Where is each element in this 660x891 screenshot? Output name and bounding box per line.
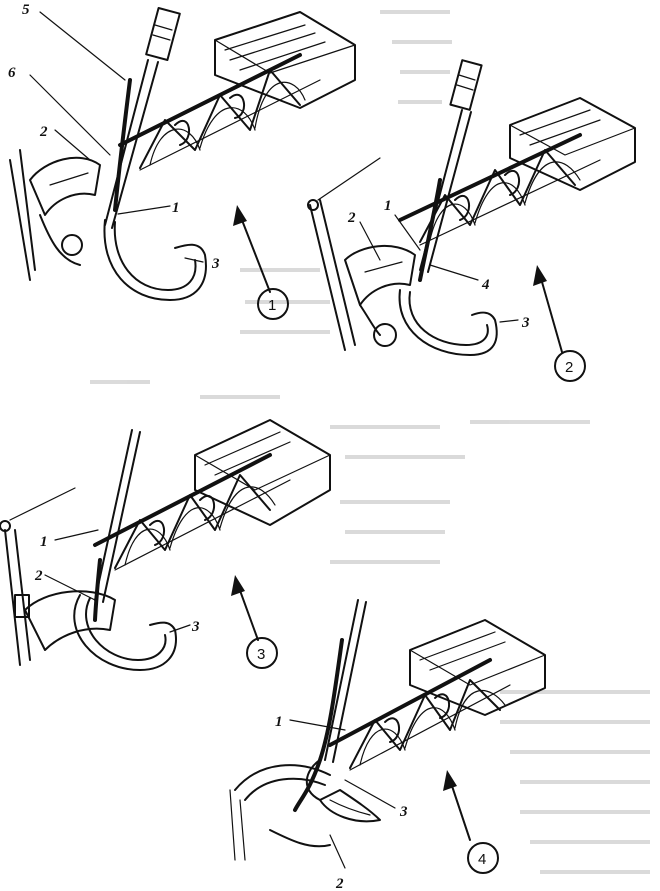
- step-number: 4: [478, 851, 486, 868]
- needle: [94, 429, 141, 603]
- leader-lines: [29, 11, 204, 263]
- spine-stitches: [93, 453, 291, 571]
- callout-2: 2: [34, 568, 43, 584]
- callout-2: 2: [39, 124, 48, 140]
- book-block: [194, 419, 331, 526]
- panel-1: 5 6 2 1 3 1: [8, 2, 356, 320]
- panel-2: 2 1 4 3 2: [307, 59, 636, 382]
- thread: [293, 638, 344, 812]
- needle: [324, 599, 367, 763]
- spine-stitches: [118, 53, 321, 171]
- callout-6: 6: [8, 65, 16, 81]
- book-block: [509, 97, 636, 191]
- leader-lines: [44, 529, 191, 633]
- thread: [113, 78, 132, 212]
- panel-4: 1 3 2 4: [229, 599, 546, 891]
- direction-arrow: [443, 770, 471, 841]
- callout-1: 1: [384, 198, 392, 214]
- step-number-circle: [467, 842, 499, 874]
- callout-1: 1: [172, 200, 180, 216]
- hook-tool: [103, 219, 207, 301]
- clamp: [229, 764, 331, 861]
- step-number-circle: [554, 350, 586, 382]
- callout-5: 5: [22, 2, 30, 18]
- panel-3: 1 2 3 3: [0, 419, 331, 671]
- direction-arrow: [533, 265, 563, 353]
- callout-1: 1: [275, 714, 283, 730]
- leader-lines: [289, 719, 396, 869]
- book-block: [409, 619, 546, 716]
- spine-stitches: [398, 133, 601, 246]
- direction-arrow: [231, 575, 259, 641]
- step-number-circle: [257, 288, 289, 320]
- callout-1: 1: [40, 534, 48, 550]
- callout-3: 3: [399, 804, 408, 820]
- direction-arrow: [233, 205, 271, 293]
- thread: [93, 558, 102, 622]
- callout-4: 4: [481, 277, 490, 293]
- callout-2: 2: [335, 876, 344, 891]
- callout-3: 3: [521, 315, 530, 331]
- hook-tool: [73, 594, 177, 671]
- step-number: 1: [268, 297, 276, 314]
- callout-3: 3: [191, 619, 200, 635]
- step-number-circle: [246, 637, 278, 669]
- thread: [418, 178, 442, 282]
- bleed-through-texture: [90, 10, 650, 874]
- callout-2: 2: [347, 210, 356, 226]
- hook-tool: [398, 289, 498, 356]
- book-block: [214, 11, 356, 109]
- clamp: [307, 157, 416, 351]
- step-number: 2: [565, 359, 573, 376]
- clamp: [9, 149, 101, 281]
- step-number: 3: [257, 646, 265, 663]
- spine-stitches: [328, 658, 511, 771]
- leader-lines: [359, 214, 519, 323]
- callout-3: 3: [211, 256, 220, 272]
- needle: [104, 6, 181, 229]
- clamp: [0, 487, 116, 666]
